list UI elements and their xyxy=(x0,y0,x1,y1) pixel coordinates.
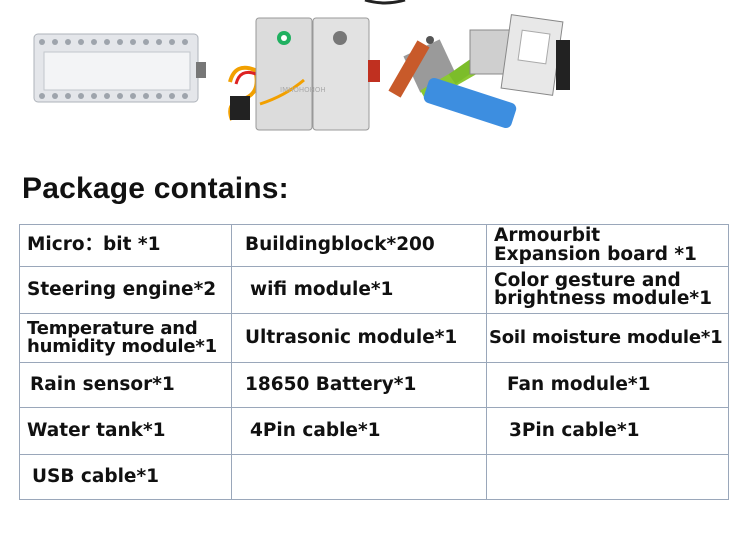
table-cell: Water tank*1 xyxy=(20,408,232,455)
product-photos: IMHOHOHOH xyxy=(33,0,570,131)
package-contains-heading: Package contains: xyxy=(22,172,289,205)
table-cell: USB cable*1 xyxy=(20,455,232,499)
table-cell: Fan module*1 xyxy=(487,363,728,408)
table-cell xyxy=(232,455,487,499)
table-cell: 18650 Battery*1 xyxy=(232,363,487,408)
building-blocks-image xyxy=(388,29,517,129)
servo-motor-image: IMHOHOHOH xyxy=(228,17,380,131)
table-cell: Rain sensor*1 xyxy=(20,363,232,408)
table-cell: Ultrasonic module*1 xyxy=(232,314,487,363)
table-cell: Micro：bit *1 xyxy=(20,225,232,267)
expansion-board-image xyxy=(500,14,570,96)
table-cell: Buildingblock*200 xyxy=(232,225,487,267)
table-cell xyxy=(487,455,728,499)
table-cell: Steering engine*2 xyxy=(20,267,232,314)
photo-overlay-text: IMHOHOHOH xyxy=(280,86,326,94)
table-cell: 3Pin cable*1 xyxy=(487,408,728,455)
table-cell: wifi module*1 xyxy=(232,267,487,314)
package-contents-table: Micro：bit *1 Buildingblock*200 Armourbit… xyxy=(19,224,729,500)
table-cell: 4Pin cable*1 xyxy=(232,408,487,455)
table-cell: Soil moisture module*1 xyxy=(487,314,728,363)
micro-bit-board-image xyxy=(33,33,206,103)
